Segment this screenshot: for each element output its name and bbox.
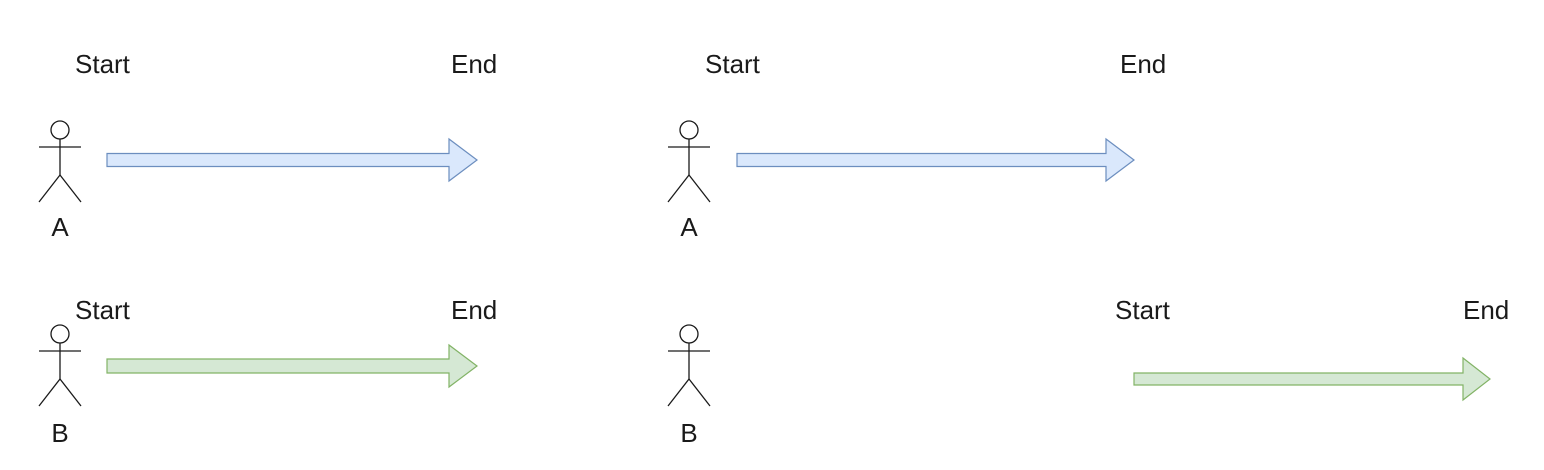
end-label: End	[1463, 295, 1509, 325]
actor-head	[679, 120, 699, 140]
timeline-arrow-a[interactable]	[736, 137, 1135, 183]
start-label: Start	[75, 49, 131, 79]
actor-right-leg	[688, 378, 711, 407]
actor-a-2[interactable]	[667, 120, 711, 203]
actor-right-leg	[59, 174, 82, 203]
actor-b-1[interactable]	[38, 324, 82, 407]
actor-label: A	[680, 212, 698, 242]
start-label: Start	[1115, 295, 1171, 325]
end-label: End	[1120, 49, 1166, 79]
actor-head	[679, 324, 699, 344]
actor-left-leg	[38, 378, 61, 407]
scenario-1: A Start End B Start End	[38, 49, 497, 448]
actor-label: A	[51, 212, 69, 242]
actor-label: B	[680, 418, 697, 448]
actor-left-leg	[667, 174, 690, 203]
end-label: End	[451, 295, 497, 325]
actor-head	[50, 324, 70, 344]
actor-b-2[interactable]	[667, 324, 711, 407]
end-label: End	[451, 49, 497, 79]
actor-a-1[interactable]	[38, 120, 82, 203]
start-label: Start	[705, 49, 761, 79]
actor-left-leg	[38, 174, 61, 203]
actor-label: B	[51, 418, 68, 448]
actor-head	[50, 120, 70, 140]
actor-right-leg	[688, 174, 711, 203]
scenario-2: A Start End B Start End	[667, 49, 1509, 448]
timeline-arrow-a[interactable]	[106, 137, 478, 183]
start-label: Start	[75, 295, 131, 325]
actor-left-leg	[667, 378, 690, 407]
timeline-arrow-b[interactable]	[1133, 356, 1491, 402]
timeline-arrow-b[interactable]	[106, 343, 478, 389]
actor-right-leg	[59, 378, 82, 407]
